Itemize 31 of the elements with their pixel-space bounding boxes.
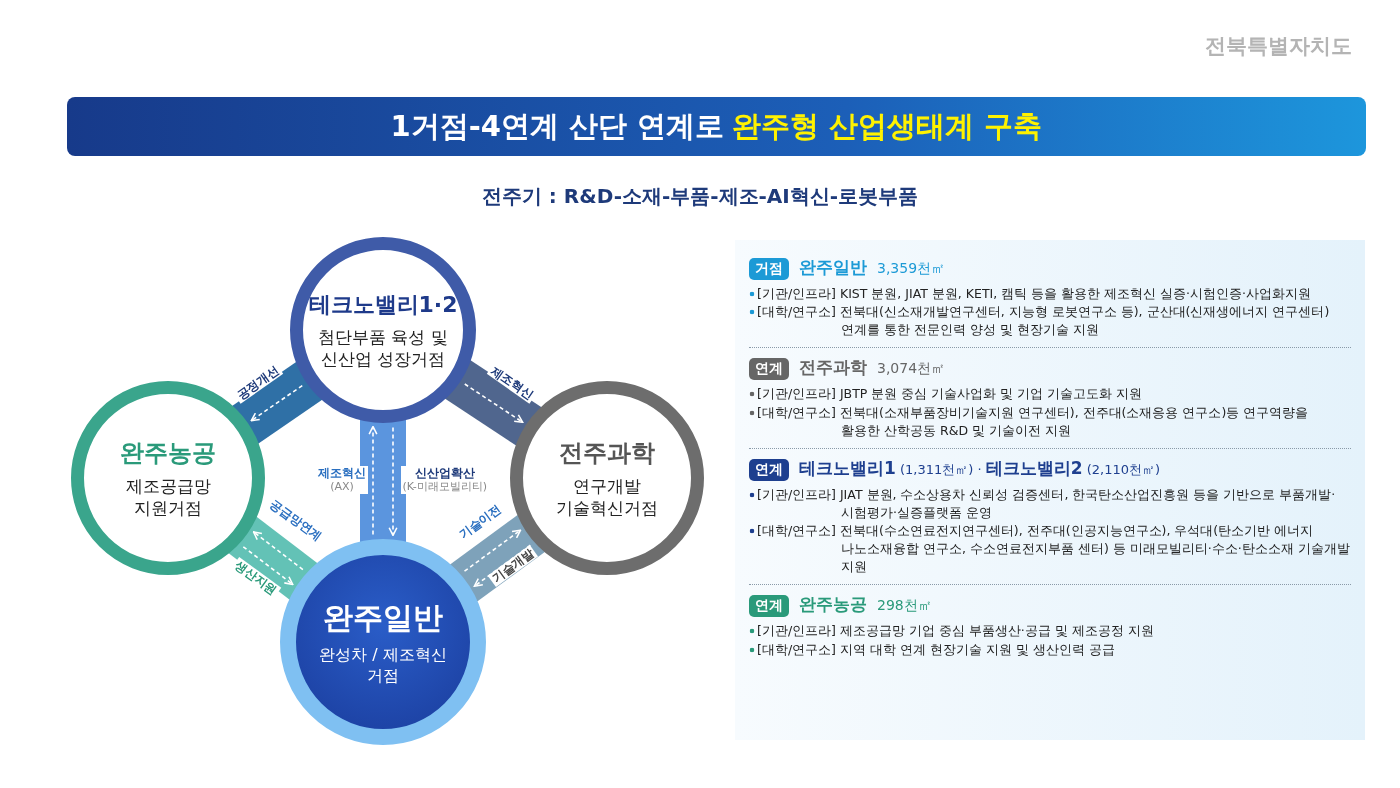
site-name: 완주농공	[799, 593, 867, 617]
hub-description: 완성차 / 제조혁신 거점	[318, 644, 448, 687]
dashed-arrow	[250, 384, 304, 422]
site-name: 테크노밸리1 (1,311천㎡) · 테크노밸리2 (2,110천㎡)	[799, 456, 1161, 480]
dashed-arrow	[463, 383, 524, 424]
edge-label: 신산업확산 (K-미래모빌리티)	[400, 466, 490, 494]
hub-name: 전주과학	[559, 437, 655, 469]
dashed-arrow	[388, 426, 398, 537]
site-area: 3,074천㎡	[877, 360, 946, 379]
site-name: 전주과학	[799, 356, 867, 380]
dashed-arrow	[252, 531, 304, 571]
hub-description: 연구개발 기술혁신거점	[555, 474, 659, 520]
dashed-arrow	[242, 545, 294, 586]
title-banner: 1거점-4연계 산단 연계로 완주형 산업생태계 구축	[67, 97, 1366, 156]
category-tag: 연계	[749, 595, 789, 618]
hub-description: 제조공급망 지원거점	[124, 474, 212, 520]
site-area: 3,359천㎡	[877, 260, 946, 278]
site-name: 완주일반	[799, 256, 867, 279]
site-area: 298천㎡	[877, 597, 932, 616]
category-tag: 거점	[749, 258, 789, 280]
hub-name: 테크노밸리1·2	[308, 290, 458, 319]
hub-name: 완주농공	[120, 437, 216, 469]
dashed-arrow	[368, 425, 378, 536]
category-tag: 연계	[749, 458, 789, 481]
subtitle: 전주기 : R&D-소재-부품-제조-AI혁신-로봇부품	[480, 183, 920, 210]
edge-label: 제조혁신 (AX)	[316, 466, 368, 494]
hub-name: 완주일반	[323, 598, 443, 637]
hub-description: 첨단부품 육성 및 신산업 성장거점	[317, 325, 449, 371]
category-tag: 연계	[749, 358, 789, 381]
dashed-arrow	[463, 529, 522, 572]
organization-name: 전북특별자치도	[1205, 33, 1352, 60]
